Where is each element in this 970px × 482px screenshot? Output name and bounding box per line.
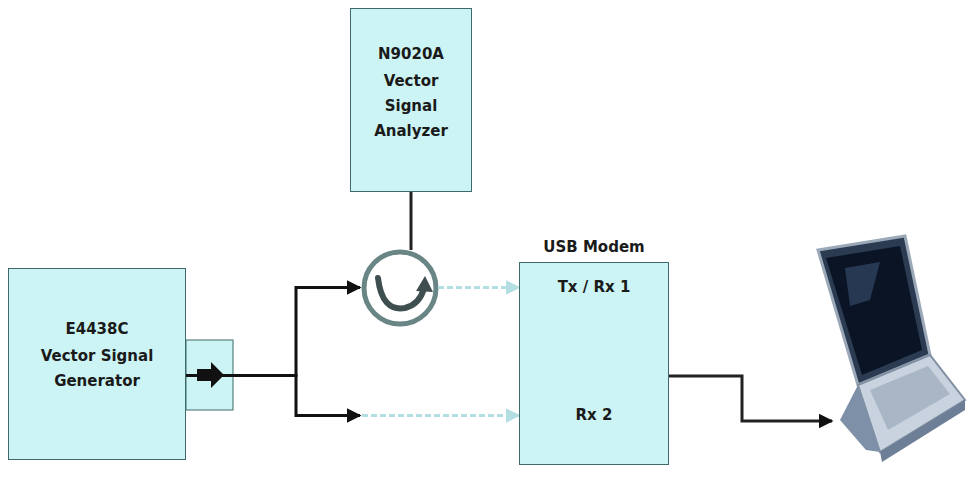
- rf-connector: [186, 376, 519, 416]
- circulator-symbol: [364, 252, 436, 324]
- model-number: N9020A: [357, 42, 465, 67]
- port-label: Rx 2: [522, 403, 666, 428]
- analyzer-box: N9020AVector Signal Analyzer: [350, 8, 472, 192]
- modem-box: USB ModemTx / Rx 1Rx 2: [519, 262, 669, 465]
- model-number: E4438C: [15, 317, 179, 342]
- laptop-illustration: [818, 236, 965, 462]
- generator-box: E4438CVector Signal Generator: [8, 268, 186, 460]
- instrument-name: Vector Signal Generator: [15, 344, 179, 394]
- analyzer-cable: [410, 192, 413, 250]
- instrument-name: Vector Signal Analyzer: [357, 69, 465, 144]
- modem-heading: USB Modem: [500, 235, 688, 260]
- port-label: Tx / Rx 1: [522, 275, 666, 300]
- usb-cable: [669, 376, 832, 421]
- rf-connector: [186, 288, 519, 376]
